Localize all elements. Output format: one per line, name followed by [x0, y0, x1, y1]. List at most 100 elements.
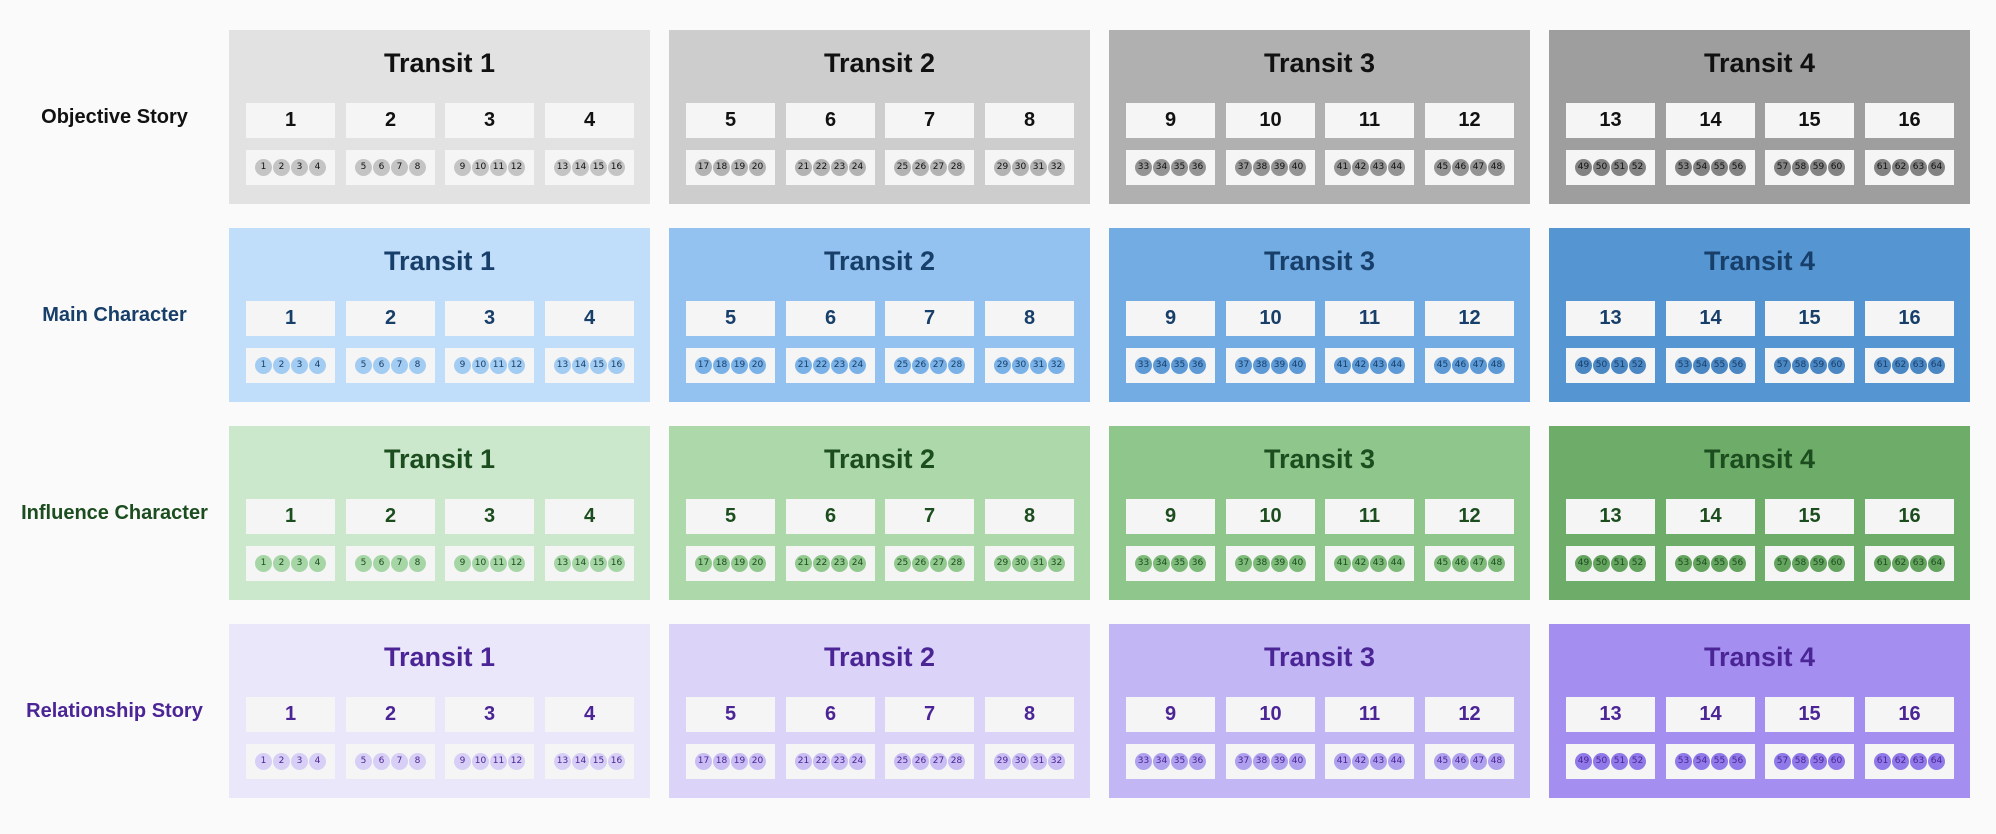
- beat-circle: 21: [795, 753, 812, 770]
- beat-circle: 52: [1629, 753, 1646, 770]
- transit-title: Transit 1: [383, 246, 496, 276]
- transit-title: Transit 2: [823, 642, 936, 672]
- beat-circle: 1: [255, 555, 272, 572]
- beat-circle: 4: [309, 555, 326, 572]
- beat-circle: 59: [1810, 357, 1827, 374]
- beat-circle: 13: [554, 555, 571, 572]
- scene-number: 8: [985, 697, 1074, 732]
- scene-number: 12: [1425, 697, 1514, 732]
- beat-circle: 46: [1452, 753, 1469, 770]
- scene-number: 15: [1765, 697, 1854, 732]
- beat-circle: 45: [1434, 753, 1451, 770]
- beat-circle: 20: [749, 555, 766, 572]
- beat-circle: 8: [409, 357, 426, 374]
- scene-number: 8: [985, 499, 1074, 534]
- scene-number: 15: [1765, 103, 1854, 138]
- beat-circle: 19: [731, 159, 748, 176]
- beat-circle: 56: [1729, 159, 1746, 176]
- beat-circle: 63: [1910, 555, 1927, 572]
- beat-circle: 27: [930, 159, 947, 176]
- beat-circle: 43: [1370, 555, 1387, 572]
- scene-number: 4: [545, 301, 634, 336]
- scene-number: 4: [545, 103, 634, 138]
- beat-circle: 26: [912, 753, 929, 770]
- beat-circle: 25: [894, 159, 911, 176]
- scene-number: 16: [1865, 103, 1954, 138]
- scene-number: 4: [545, 499, 634, 534]
- beat-circle: 10: [472, 555, 489, 572]
- beat-circle: 4: [309, 753, 326, 770]
- beat-circle: 13: [554, 753, 571, 770]
- transit-title: Transit 4: [1703, 642, 1816, 672]
- beat-circle: 64: [1928, 555, 1945, 572]
- beat-circle: 24: [849, 555, 866, 572]
- beat-circle: 24: [849, 357, 866, 374]
- beat-circle: 5: [355, 555, 372, 572]
- transit-title: Transit 1: [383, 444, 496, 474]
- scene-number: 1: [246, 697, 335, 732]
- scene-number: 12: [1425, 301, 1514, 336]
- scene-number: 14: [1666, 499, 1755, 534]
- beat-circle: 10: [472, 753, 489, 770]
- beat-circle: 40: [1289, 753, 1306, 770]
- beat-circle: 12: [508, 753, 525, 770]
- beat-circle: 6: [373, 159, 390, 176]
- beat-circle: 19: [731, 555, 748, 572]
- beat-circle: 19: [731, 753, 748, 770]
- beat-circle: 49: [1575, 753, 1592, 770]
- beat-circle: 31: [1030, 555, 1047, 572]
- beat-circle: 30: [1012, 555, 1029, 572]
- beat-circle: 17: [695, 753, 712, 770]
- beat-circle: 2: [273, 753, 290, 770]
- beat-circle: 31: [1030, 159, 1047, 176]
- beat-circle: 13: [554, 159, 571, 176]
- beat-circle: 34: [1153, 555, 1170, 572]
- scene-number: 11: [1325, 301, 1414, 336]
- beat-circle: 45: [1434, 357, 1451, 374]
- scene-number: 10: [1226, 499, 1315, 534]
- beat-circle: 59: [1810, 753, 1827, 770]
- beat-circle: 27: [930, 753, 947, 770]
- beat-circle: 56: [1729, 357, 1746, 374]
- beat-circle: 11: [490, 159, 507, 176]
- row-label: Influence Character: [21, 502, 208, 524]
- beat-circle: 15: [590, 753, 607, 770]
- beat-circle: 18: [713, 753, 730, 770]
- scene-number: 16: [1865, 499, 1954, 534]
- beat-circle: 33: [1135, 753, 1152, 770]
- beat-circle: 47: [1470, 555, 1487, 572]
- scene-number: 9: [1126, 499, 1215, 534]
- scene-number: 11: [1325, 103, 1414, 138]
- transit-title: Transit 3: [1263, 444, 1376, 474]
- beat-circle: 14: [572, 555, 589, 572]
- beat-circle: 46: [1452, 555, 1469, 572]
- scene-number: 11: [1325, 499, 1414, 534]
- scene-number: 2: [346, 697, 435, 732]
- beat-circle: 42: [1352, 357, 1369, 374]
- beat-circle: 39: [1271, 753, 1288, 770]
- beat-circle: 38: [1253, 357, 1270, 374]
- beat-circle: 21: [795, 357, 812, 374]
- beat-circle: 29: [994, 357, 1011, 374]
- scene-number: 15: [1765, 301, 1854, 336]
- beat-circle: 2: [273, 159, 290, 176]
- beat-circle: 35: [1171, 753, 1188, 770]
- transit-title: Transit 4: [1703, 246, 1816, 276]
- beat-circle: 45: [1434, 555, 1451, 572]
- beat-circle: 64: [1928, 159, 1945, 176]
